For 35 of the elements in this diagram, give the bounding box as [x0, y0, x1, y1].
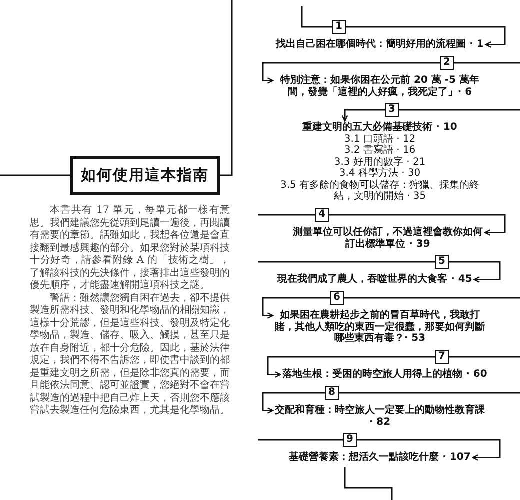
number-box: 9 [343, 433, 357, 447]
arrow [346, 26, 506, 48]
number-box: 6 [330, 291, 344, 305]
subsection-item: 3.5 有多餘的食物可以儲存：狩獵、採集的終結，文明的開始 · 35 [279, 180, 481, 202]
title-box: 如何使用這本指南 [70, 156, 220, 195]
number-box: 7 [435, 350, 449, 364]
number-box: 1 [332, 20, 346, 34]
subsection-item: 3.1 口頭語 · 12 [343, 134, 417, 144]
chapter-title: 重建文明的五大必備基礎技術 · 10 [302, 122, 458, 134]
arrow [449, 261, 501, 283]
arrow [262, 392, 325, 414]
chapter-title: 找出自己困在哪個時代：簡明好用的流程圖 · 1 [276, 39, 484, 50]
paragraph: 警語：雖然讓您獨自困在過去，卻不提供製造所需科技、發明和化學物品的相關知識，這樣十分荒謬，但是這些科技、發明及特定化學物品，製造、儲存、吸入、觸摸，甚至只是放在自身附近，都十分危險。因此，基於法律規定，我們不得不告訴您，即使書中談到的都是重建文明之所需，但是除非您真的需要，而且能依法同意、認可並證實，您絕對不會在嘗試製造的過程中把自己炸上天，否則您不應該嘗試去製造任何危險東西，尤其是化學物品。 [30, 292, 230, 418]
number-box: 2 [440, 56, 454, 70]
arrow [342, 109, 385, 122]
number-box: 5 [435, 255, 449, 269]
arrow [262, 62, 440, 84]
chapter-title: 如果困在農耕起步之前的冒百草時代，我敢打賭，其他人類吃的東西一定很蠢，那要如何判斷哪些東西有毒？· 53 [275, 310, 485, 344]
number-box: 4 [315, 208, 329, 222]
arrow [262, 297, 330, 319]
chapter-title: 交配和育種：時空旅人一定要上的動物性教育課 · 82 [275, 405, 485, 428]
paragraph: 本書共有 17 單元，每單元都一樣有意思。我們建議您先從頭到尾讀一遍後，再閱讀有需要的章節。話雖如此，我想各位還是會直接翻到最感興趣的部分。如果您對於某項科技十分好奇，請參看附錄 A 的「技術之樹」，了解該科技的先決條件，接著排出這些發明的優先順序，才能盡速解開這項科技之謎。 [30, 205, 230, 292]
chapter-title: 落地生根：受困的時空旅人用得上的植物 · 60 [282, 369, 488, 380]
subsection-item: 3.2 書寫語 · 16 [343, 145, 417, 156]
arrow [329, 214, 506, 236]
number-box: 3 [385, 103, 399, 117]
subsection-item: 3.3 好用的數字 · 21 [333, 156, 427, 168]
chapter-title: 現在我們成了農人，吞噬世界的大食客 · 45 [278, 274, 472, 286]
arrow [267, 356, 435, 378]
chapter-title: 基礎營養素：想活久一點該吃什麼 · 107 [289, 452, 471, 464]
chapter-title: 特別注意：如果你困在公元前 20 萬 -5 萬年間，發覺「這裡的人好瘋，我死定了」· 6 [275, 75, 485, 98]
chapter-title: 測量單位可以任你訂，不過這裡會教你如何訂出標準單位 · 39 [293, 227, 483, 250]
subsection-item: 3.4 科學方法 · 30 [338, 168, 422, 180]
number-box: 8 [325, 386, 339, 400]
arrow [357, 439, 501, 461]
